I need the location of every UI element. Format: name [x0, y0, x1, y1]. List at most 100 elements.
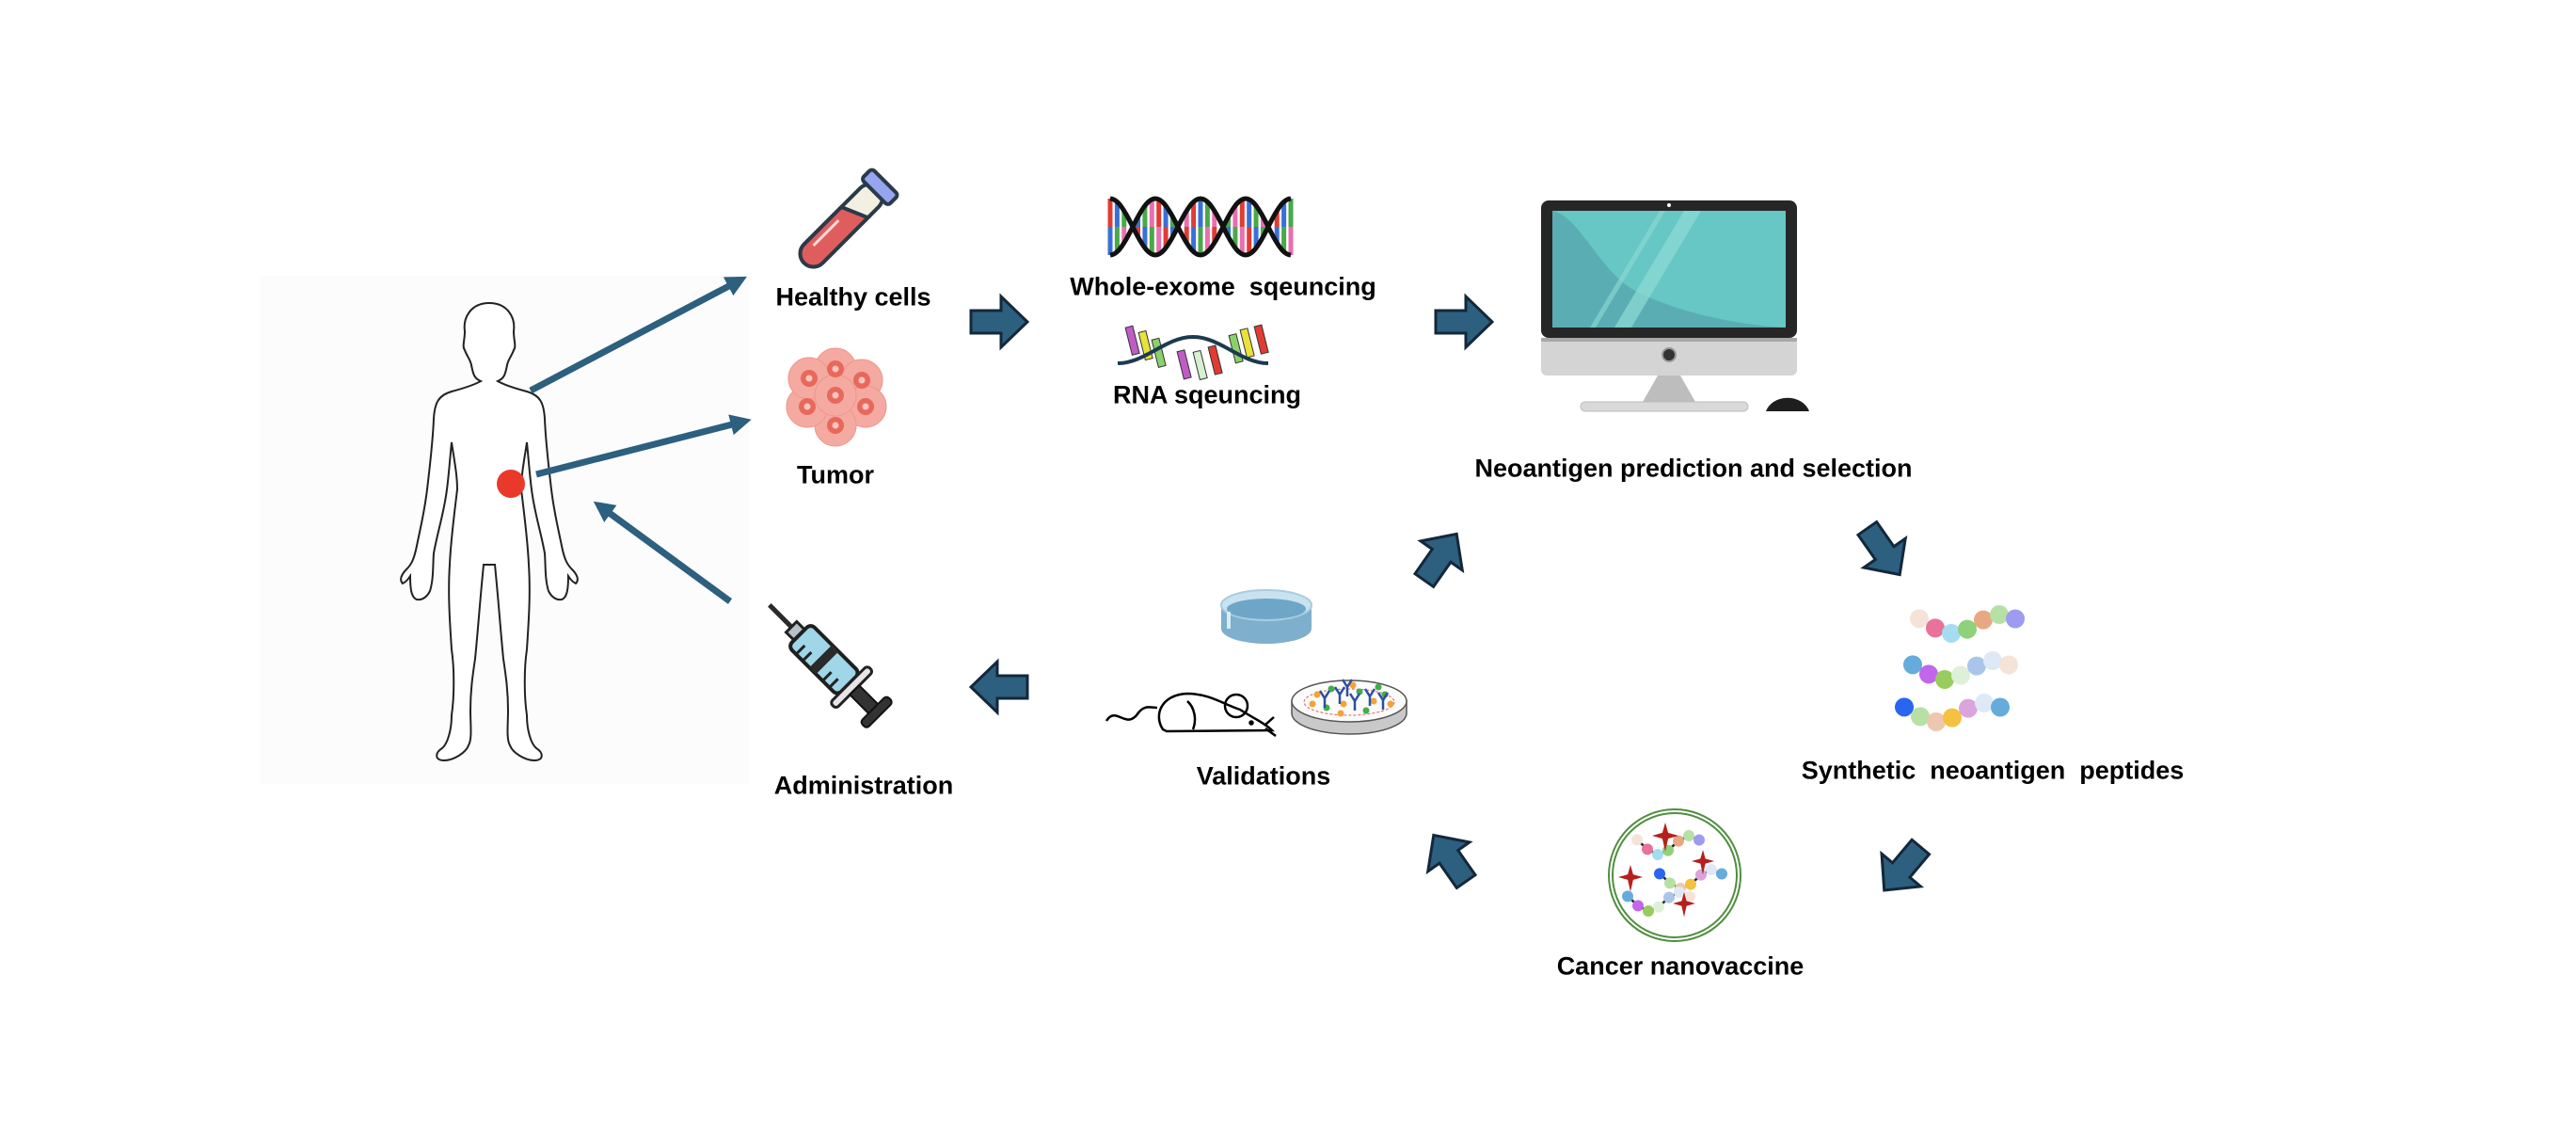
block-arrow-to-administration: [968, 658, 1029, 716]
antigen-dot: [1309, 700, 1316, 708]
antigen-dot: [1387, 700, 1394, 708]
nano-peptide-residue: [1683, 830, 1694, 842]
adjuvant-star: [1652, 823, 1678, 852]
rna-sequencing-label: RNA sqeuncing: [1112, 380, 1302, 409]
antibody-plate-icon: [1291, 679, 1407, 735]
tumor-cell-nucleolus: [862, 403, 869, 410]
healthy-cells-label: Healthy cells: [775, 282, 931, 312]
peptide-chain-residue: [1926, 618, 1945, 638]
tumor-cell-cluster-icon: [786, 347, 887, 447]
antibody: [1363, 688, 1376, 706]
antibody: [1333, 686, 1346, 704]
peptide-chain-residue: [1910, 609, 1929, 629]
petri-dish-icon: [1220, 589, 1312, 644]
nano-peptide-residue: [1674, 887, 1685, 899]
antigen-dot: [1370, 697, 1377, 705]
peptide-chain-residue: [1951, 665, 1970, 685]
dna-double-helix-icon: [1107, 196, 1294, 258]
nano-peptide-residue: [1631, 834, 1643, 846]
nano-peptide-residue: [1632, 900, 1644, 912]
mouse-icon: [1105, 692, 1277, 738]
peptide-chain-residue: [1911, 707, 1930, 727]
desktop-computer-icon: [1541, 200, 1809, 412]
nano-peptide-residue: [1695, 869, 1707, 881]
syringe-icon: [768, 603, 893, 728]
peptide-chain-residue: [1983, 651, 2002, 671]
arrow-administration-to-patient: [593, 501, 733, 604]
nanoparticle-icon: [1608, 808, 1741, 942]
peptide-chain-residue: [1895, 697, 1914, 717]
adjuvant-star: [1618, 865, 1643, 892]
whole-exome-sequencing-label: Whole-exome sqeuncing: [1070, 272, 1376, 301]
nano-peptide-residue: [1622, 890, 1633, 903]
nano-peptide-residue: [1684, 890, 1695, 903]
antibody: [1341, 679, 1354, 696]
antibody: [1318, 690, 1331, 708]
antigen-dot: [1313, 691, 1321, 698]
peptide-chain-residue: [1958, 619, 1977, 639]
antigen-dot: [1328, 685, 1335, 693]
antibody: [1376, 692, 1390, 710]
nano-peptide-residue: [1642, 843, 1653, 855]
antigen-dot: [1356, 688, 1363, 695]
rna-base: [1253, 324, 1269, 355]
nano-peptide-residue: [1652, 848, 1663, 860]
rna-base: [1151, 337, 1167, 368]
antigen-dot: [1337, 710, 1344, 717]
nano-peptide-residue: [1673, 835, 1684, 847]
peptide-chain-residue: [1943, 708, 1962, 727]
peptide-chain-residue: [1990, 605, 2009, 625]
neoantigen-prediction-label: Neoantigen prediction and selection: [1474, 454, 1913, 483]
nano-peptide-residue: [1716, 868, 1727, 880]
tumor-cell-nucleolus: [832, 392, 839, 399]
peptide-chain-residue: [1919, 664, 1938, 684]
peptide-chain-residue: [1942, 623, 1961, 643]
peptide-chain-residue: [1967, 656, 1986, 676]
tumor-label: Tumor: [797, 460, 874, 489]
dna-strand: [1109, 196, 1292, 258]
rna-base: [1207, 344, 1223, 376]
peptide-chain-residue: [1999, 655, 2018, 675]
administration-label: Administration: [773, 771, 954, 800]
tumor-cell-nucleolus: [805, 375, 813, 382]
rna-base: [1176, 349, 1192, 380]
peptide-chain-residue: [1975, 694, 1994, 713]
block-arrow-to-validations: [1425, 833, 1478, 890]
tumor-cell-nucleolus: [858, 376, 866, 384]
arrow-patient-to-tumor: [535, 414, 752, 478]
blood-test-tube-icon: [798, 168, 899, 269]
nano-peptide-residue: [1706, 864, 1717, 876]
nano-peptide-residue: [1653, 901, 1664, 913]
tumor-cell-nucleolus: [803, 403, 811, 410]
validations-label: Validations: [1196, 761, 1331, 791]
rna-base: [1124, 325, 1140, 356]
block-arrow-to-prediction: [1434, 293, 1495, 351]
human-body-icon: [400, 301, 579, 762]
antibody: [1348, 693, 1361, 711]
peptide-chain-residue: [1974, 610, 1993, 630]
arrow-patient-to-healthy-cells: [529, 276, 747, 394]
peptide-chain-residue: [2006, 609, 2025, 629]
nano-peptide-residue: [1654, 868, 1665, 880]
nano-peptide-residue: [1643, 904, 1654, 917]
peptide-chain-residue: [1991, 697, 2010, 717]
nano-peptide-residue: [1693, 834, 1705, 846]
rna-strand-icon: [1117, 324, 1269, 381]
nano-peptide-residue: [1664, 877, 1676, 889]
antigen-dot: [1375, 683, 1382, 691]
block-arrow-to-peptides: [1855, 520, 1908, 577]
peptide-chains-icon: [1895, 605, 2025, 731]
nano-peptide-residue: [1685, 878, 1696, 890]
peptide-chain-residue: [1935, 669, 1954, 689]
rna-base: [1192, 349, 1208, 381]
antigen-dot: [1362, 707, 1370, 714]
peptide-chain-residue: [1927, 711, 1946, 731]
tumor-cell-nucleolus: [832, 365, 839, 373]
peptide-chain-residue: [1959, 698, 1978, 718]
rna-backbone: [1117, 334, 1269, 365]
tumor-site-dot: [497, 470, 525, 498]
nano-peptide-residue: [1663, 891, 1675, 903]
cancer-nanovaccine-label: Cancer nanovaccine: [1556, 951, 1805, 981]
